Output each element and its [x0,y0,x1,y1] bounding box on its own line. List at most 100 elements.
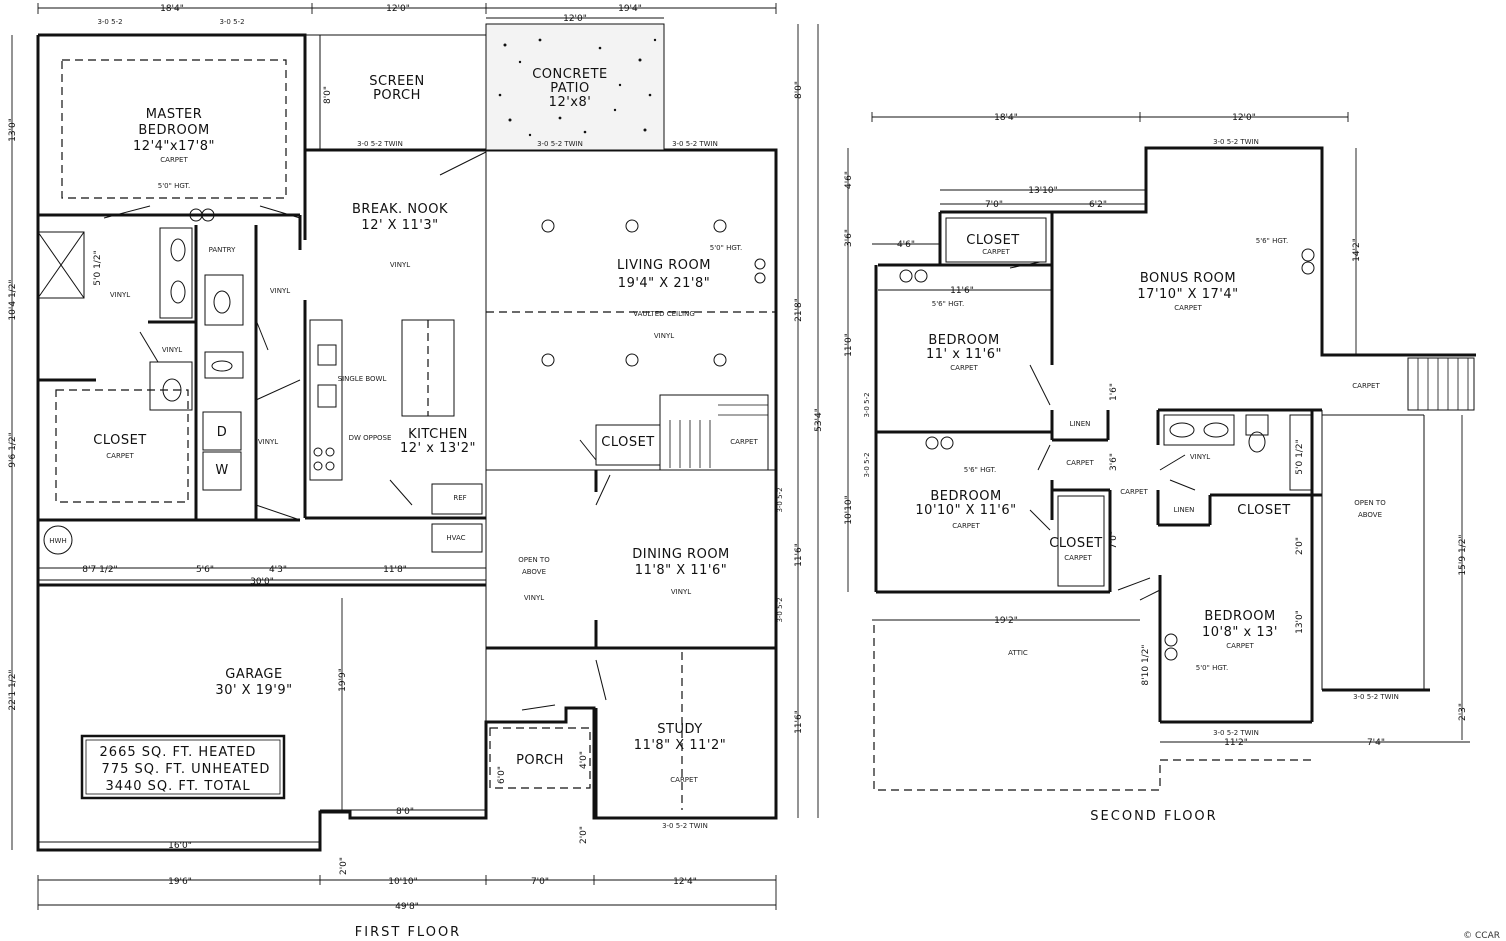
sf-dim-left-4: 10'10" [844,495,854,525]
dim-bottom-3: 7'0" [531,877,549,887]
sf-hall-carpet: CARPET [1352,382,1380,390]
open-floor: VINYL [524,594,544,602]
sf-open-1: OPEN TO [1354,499,1386,507]
sf-vinyl: VINYL [1190,453,1210,461]
dining-size: 11'8" X 11'6" [635,563,727,578]
sf-carpet-hall2: CARPET [1120,488,1148,496]
dim-left-1: 13'0" [8,118,18,142]
dim-mid-1: 8'7 1/2" [82,565,117,575]
sf-closet2-floor: CARPET [1064,554,1092,562]
note-hgt-2: 5'0" HGT. [710,244,742,252]
sf-closet1-name: CLOSET [966,233,1020,248]
sf-window-5: 3-0 5-2 TWIN [1353,693,1399,701]
sf-dim-mid-6: 13'0" [1295,610,1305,634]
dim-mid-14: 5'0 1/2" [93,250,103,285]
sf-dim-bottom-3: 7'4" [1367,738,1385,748]
sf-dim-mid-8: 5'0 1/2" [1295,439,1305,474]
dining-floor: VINYL [671,588,691,596]
second-floor-plan: 18'4" 12'0" 13'10" 7'0" 6'2" 4'6" [844,112,1476,824]
dim-right-4: 11'6" [794,710,804,734]
dryer-label: D [217,425,228,440]
first-floor-plan: 18'4" 12'0" 19'4" 12'0" 3-0 5-2 3-0 5-2 [8,3,824,940]
dim-mid-10: 4'0" [579,751,589,769]
window-top-2: 3-0 5-2 [219,18,244,26]
sf-dim-mid-3: 3'6" [1109,453,1119,471]
sf-window-1: 3-0 5-2 TWIN [1213,138,1259,146]
screen-porch-name2: PORCH [373,88,421,103]
sf-dim-mid-4: 7'0" [1109,531,1119,549]
dim-left-4: 22'1 1/2" [8,669,18,710]
dim-patio-width: 12'0" [563,14,587,24]
sf-dim-mid-1: 11'6" [950,286,974,296]
bed1-size: 11' x 11'6" [926,347,1002,362]
window-4: 3-0 5-2 [776,487,784,512]
vinyl-label-4: VINYL [258,438,278,446]
dim-mid-2: 5'6" [196,565,214,575]
living-floor: VINYL [654,332,674,340]
study-size: 11'8" X 11'2" [634,738,726,753]
sf-window-4: 3-0 5-2 [863,452,871,477]
dim-mid-3: 4'3" [269,565,287,575]
vinyl-label-1: VINYL [110,291,130,299]
bed1-name: BEDROOM [928,333,999,348]
dim-mid-4: 11'8" [383,565,407,575]
closet-floor: CARPET [106,452,134,460]
dim-bottom-4: 12'4" [673,877,697,887]
window-6: 3-0 5-2 TWIN [662,822,708,830]
sf-dim-top-6: 4'6" [897,240,915,250]
porch-name: PORCH [516,753,564,768]
study-name: STUDY [657,722,702,737]
first-floor-label: FIRST FLOOR [355,925,461,940]
sqft-unheated: 775 SQ. FT. UNHEATED [102,762,271,777]
sf-closet1-floor: CARPET [982,248,1010,256]
bed3-size: 10'8" x 13' [1202,625,1278,640]
nook-floor: VINYL [390,261,410,269]
patio-size: 12'x8' [549,95,592,110]
linen1-label: LINEN [1070,420,1091,428]
garage-size: 30' X 19'9" [215,683,292,698]
dim-mid-11: 2'0" [579,826,589,844]
pantry-name: PANTRY [209,246,236,254]
dim-mid-8: 19'9" [338,668,348,692]
dim-mid-6: 16'0" [168,841,192,851]
ref-label: REF [453,494,466,502]
master-size: 12'4"x17'8" [133,139,215,154]
bed3-floor: CARPET [1226,642,1254,650]
dim-mid-13: 8'0" [323,86,333,104]
master-floor: CARPET [160,156,188,164]
dining-name: DINING ROOM [632,547,730,562]
window-3: 3-0 5-2 TWIN [672,140,718,148]
sf-dim-top-1: 18'4" [994,113,1018,123]
attic-label: ATTIC [1008,649,1028,657]
kitchen-name: KITCHEN [408,427,468,442]
open-line1: OPEN TO [518,556,550,564]
sf-dim-bottom-2: 11'2" [1224,738,1248,748]
bed1-floor: CARPET [950,364,978,372]
linen2-label: LINEN [1174,506,1195,514]
kitchen-sink: SINGLE BOWL [338,375,387,383]
kitchen-dw: DW OPPOSE [349,434,392,442]
dim-right-total: 53'4" [814,408,824,432]
patio-name1: CONCRETE [532,67,608,82]
sf-dim-mid-7: 8'10 1/2" [1141,644,1151,685]
dim-bottom-1: 19'6" [168,877,192,887]
dim-right-1: 8'0" [794,81,804,99]
bed2-size: 10'10" X 11'6" [915,503,1016,518]
window-2: 3-0 5-2 TWIN [537,140,583,148]
window-1: 3-0 5-2 TWIN [357,140,403,148]
dim-mid-7: 8'0" [396,807,414,817]
bed3-name: BEDROOM [1204,609,1275,624]
sf-dim-right-3: 2'3" [1458,703,1468,721]
sf-dim-top-2: 12'0" [1232,113,1256,123]
dim-top-3: 19'4" [618,4,642,14]
bonus-name: BONUS ROOM [1140,271,1236,286]
closet2-name: CLOSET [601,435,655,450]
window-5: 3-0 5-2 [776,597,784,622]
bonus-floor: CARPET [1174,304,1202,312]
nook-size: 12' X 11'3" [361,218,438,233]
note-hgt-1: 5'0" HGT. [158,182,190,190]
sf-window-3: 3-0 5-2 [863,392,871,417]
master-name2: BEDROOM [138,123,209,138]
credit-watermark: © CCAR [1463,931,1500,941]
